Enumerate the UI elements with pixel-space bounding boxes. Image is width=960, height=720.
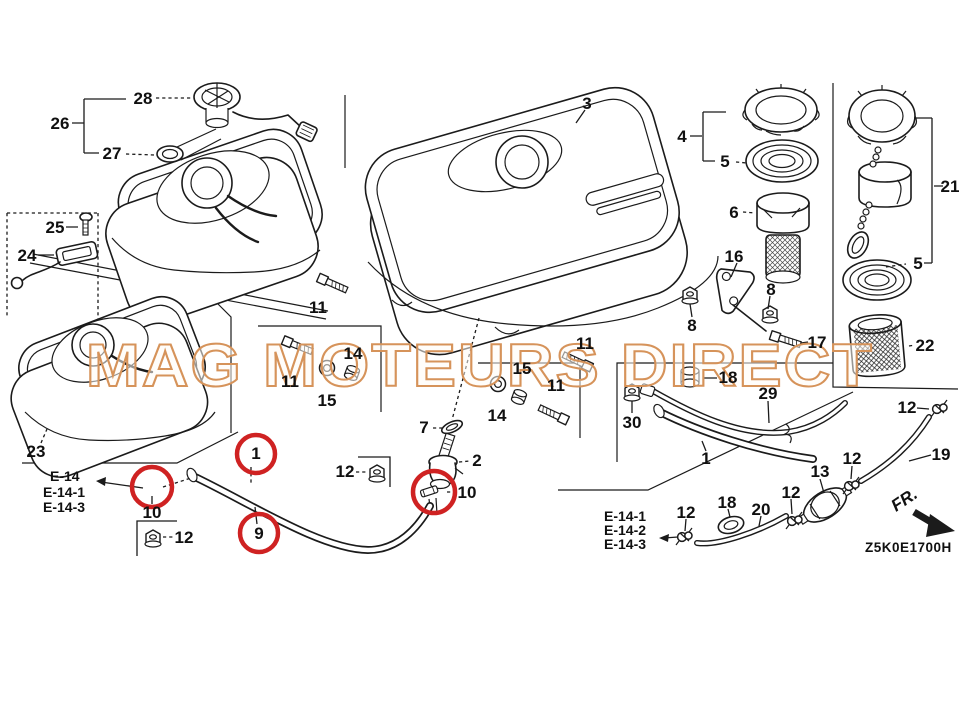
fr-arrow-icon: [926, 514, 955, 537]
fr-direction-indicator: FR.: [888, 484, 955, 537]
fuel-hose-9: [186, 467, 434, 555]
fuel-cap-4-set: [715, 84, 820, 350]
highlight-circle: [129, 464, 175, 510]
part-callout-23: 23: [27, 442, 46, 461]
part-callout-6: 6: [729, 203, 738, 222]
upper-small-tank: [105, 128, 323, 324]
part-callout-19: 19: [932, 445, 951, 464]
cap-kit-21-box: [842, 85, 918, 378]
lower-tank-23: [10, 295, 216, 478]
highlight-circle: [410, 468, 458, 516]
part-callout-8: 8: [766, 280, 775, 299]
part-callout-5: 5: [913, 254, 922, 273]
part-callout-12: 12: [843, 449, 862, 468]
part-callout-20: 20: [752, 500, 771, 519]
part-callout-15: 15: [513, 359, 532, 378]
ref-left-line3: E-14-3: [43, 499, 85, 515]
fuel-gauge-sender-24: [10, 212, 99, 290]
fuel-hose-20: [694, 513, 789, 547]
part-callout-11: 11: [576, 334, 594, 353]
ref-right-line2: E-14-2: [604, 522, 646, 538]
part-callout-10: 10: [143, 503, 162, 522]
part-callout-11: 11: [309, 298, 327, 317]
part-callout-10: 10: [458, 483, 477, 502]
part-callout-25: 25: [46, 218, 65, 237]
diagram-code: Z5K0E1700H: [865, 540, 952, 555]
part-callout-2: 2: [472, 451, 481, 470]
inline-fuel-filter-13: [797, 485, 853, 525]
fuel-hose-1: [653, 403, 817, 463]
part-callout-18: 18: [719, 368, 738, 387]
part-callout-17: 17: [808, 333, 827, 352]
part-callout-12: 12: [175, 528, 194, 547]
ref-left-line2: E-14-1: [43, 484, 85, 500]
ref-block-left: E-14 E-14-1 E-14-3: [43, 468, 85, 515]
part-callout-21: 21: [941, 177, 960, 196]
part-callout-12: 12: [898, 398, 917, 417]
fuel-cap-28: [193, 82, 318, 143]
highlight-circle: [234, 432, 278, 476]
part-callouts-layer: 2826272524233111415111511111488456162152…: [18, 89, 960, 547]
breather-tube-29: [639, 383, 848, 444]
part-callout-18: 18: [718, 493, 737, 512]
part-callout-4: 4: [677, 127, 687, 146]
part-callout-12: 12: [336, 462, 355, 481]
part-callout-28: 28: [134, 89, 153, 108]
ref-block-right: E-14-1 E-14-2 E-14-3: [604, 508, 646, 552]
part-callout-13: 13: [811, 462, 830, 481]
part-callout-30: 30: [623, 413, 642, 432]
part-callout-15: 15: [318, 391, 337, 410]
main-fuel-tank-3: [364, 86, 719, 356]
ref-right-line1: E-14-1: [604, 508, 646, 524]
part-callout-7: 7: [419, 418, 428, 437]
highlight-circles-layer: [129, 432, 458, 555]
part-callout-27: 27: [103, 144, 122, 163]
part-callout-1: 1: [701, 449, 710, 468]
part-callout-24: 24: [18, 246, 37, 265]
part-callout-8: 8: [687, 316, 696, 335]
part-callout-29: 29: [759, 384, 778, 403]
part-callout-22: 22: [916, 336, 935, 355]
part-callout-11: 11: [281, 372, 299, 391]
part-callout-12: 12: [677, 503, 696, 522]
fuel-hose-19: [858, 414, 932, 484]
part-callout-14: 14: [488, 406, 507, 425]
leader-lines: [38, 97, 943, 556]
watermark-text: MAG MOTEURS DIRECT: [86, 332, 874, 399]
part-callout-11: 11: [547, 376, 565, 395]
part-callout-14: 14: [344, 344, 363, 363]
part-callout-5: 5: [720, 152, 729, 171]
clips-and-nuts: [144, 286, 948, 548]
ref-right-line3: E-14-3: [604, 536, 646, 552]
ref-left-line1: E-14: [50, 468, 80, 484]
highlight-circle: [237, 511, 281, 555]
part-callout-26: 26: [51, 114, 70, 133]
part-callout-9: 9: [254, 524, 263, 543]
part-callout-3: 3: [582, 94, 591, 113]
part-callout-16: 16: [725, 247, 744, 266]
part-callout-12: 12: [782, 483, 801, 502]
part-callout-1: 1: [251, 444, 260, 463]
